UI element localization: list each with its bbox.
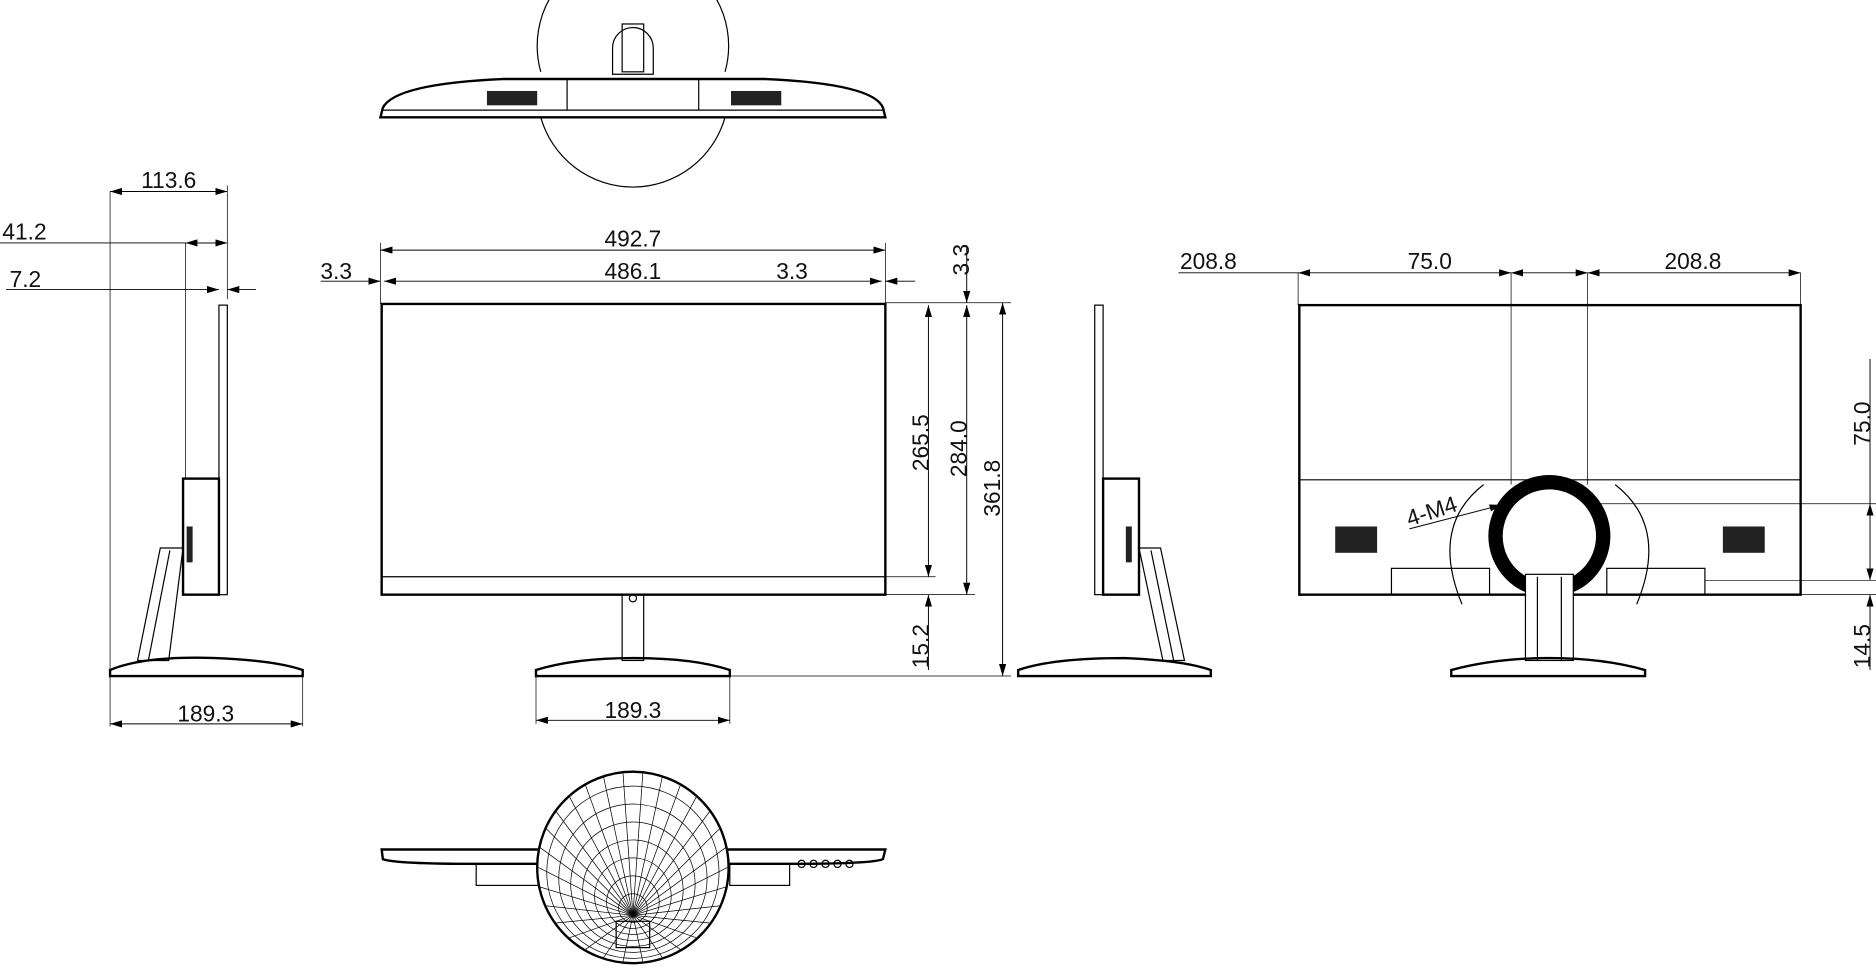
grid-spoke [632,797,697,916]
grid-spoke [632,915,663,958]
dim-clearance: 15.2 [907,624,933,668]
dim-front-base-width: 189.3 [604,697,661,723]
grid-spoke [556,914,633,924]
grid-spoke [585,785,634,916]
dim-depth-body: 41.2 [2,218,46,244]
grid-spoke [546,828,634,916]
dim-active-height: 265.5 [907,414,933,471]
grid-spoke [632,914,697,939]
dim-rear-right-offset: 208.8 [1665,248,1722,274]
grid-spoke [632,915,644,962]
dim-left-bezel: 3.3 [320,258,352,284]
grid-spoke [632,785,681,916]
dim-rear-left-offset: 208.8 [1180,248,1237,274]
grid-spoke [540,847,634,916]
dim-vesa-vertical: 75.0 [1849,401,1875,445]
grid-spoke [546,905,633,916]
grid-spoke [569,914,634,939]
dim-panel-height: 284.0 [946,420,972,477]
grid-spoke [632,811,710,916]
grid-spoke [538,867,634,916]
left-side-view: 113.6 41.2 7.2 189.3 [0,167,304,728]
grid-spoke [632,914,710,924]
dim-depth-panel: 7.2 [10,266,42,292]
grid-spoke [632,905,720,916]
dim-right-bezel: 3.3 [776,258,808,284]
grid-spoke [632,886,726,916]
dim-overall-height: 361.8 [979,460,1005,517]
bottom-view [380,770,887,965]
speaker-grill [731,90,782,106]
grid-spoke [603,777,634,916]
dim-side-base-width: 189.3 [177,700,234,726]
speaker-grill [486,90,538,106]
screw-note: 4-M4 [1403,491,1460,532]
grid-spoke [556,811,634,916]
dim-panel-width: 486.1 [604,258,661,284]
right-side-view [1016,304,1212,678]
dim-overall-width: 492.7 [604,226,661,252]
grid-spoke [632,773,644,916]
grid-spoke [632,867,728,916]
grid-spoke [632,847,726,916]
grid-spoke [540,886,634,916]
port-row [797,859,854,869]
grid-ring [558,803,708,953]
dim-depth-total: 113.6 [141,167,196,193]
top-view [378,0,887,188]
grid-spoke [569,797,634,916]
base-grid [538,773,728,962]
dim-top-bezel: 3.3 [948,244,974,276]
grid-ring [546,785,720,959]
dim-rear-bottom-offset: 14.5 [1849,624,1875,668]
grid-spoke [622,915,634,962]
grid-spoke [632,777,663,916]
grid-spoke [603,915,634,958]
front-view: 492.7 486.1 3.3 3.3 3.3 265.5 284.0 361.… [320,226,1011,724]
rear-view: 208.8 75.0 208.8 75.0 14.5 4-M4 [1178,248,1876,678]
grid-spoke [632,828,720,916]
dim-vesa-horizontal: 75.0 [1408,248,1452,274]
grid-spoke [622,773,634,916]
